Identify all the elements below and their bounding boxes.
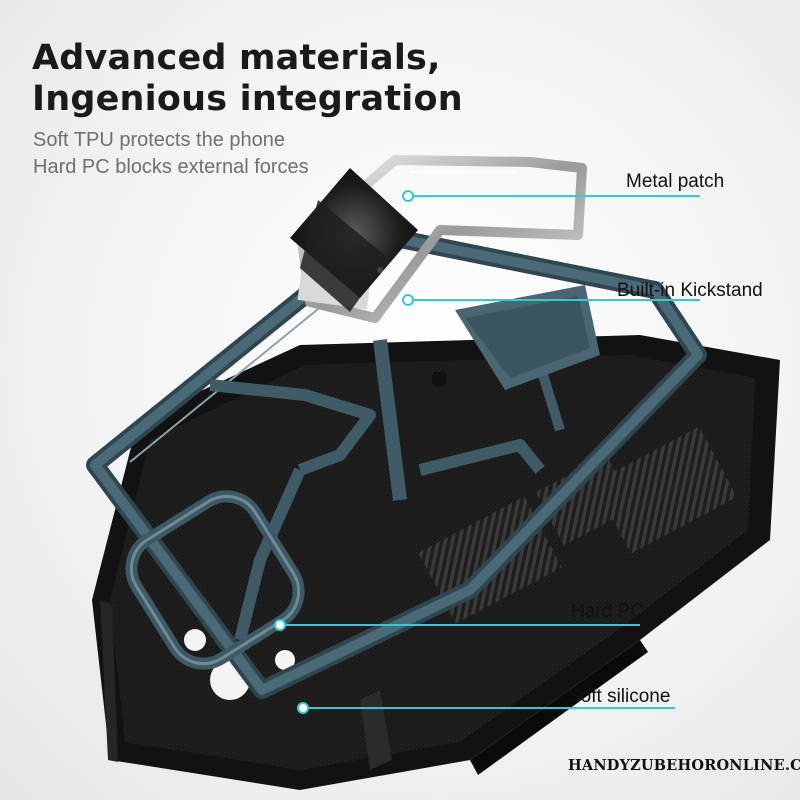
- callout-dot-icon: [402, 294, 414, 306]
- metal-kickstand: [290, 155, 587, 323]
- headline: Advanced materials, Ingenious integratio…: [32, 38, 463, 120]
- subheadline: Soft TPU protects the phone Hard PC bloc…: [33, 127, 309, 181]
- headline-line-1: Advanced materials,: [32, 38, 441, 78]
- subheadline-line-1: Soft TPU protects the phone: [33, 129, 286, 151]
- callout-dot-icon: [274, 619, 286, 631]
- callout-lines: [274, 190, 700, 714]
- callout-label-metal-patch: Metal patch: [626, 171, 725, 192]
- headline-line-2: Ingenious integration: [32, 79, 463, 119]
- kickstand-base: [432, 285, 600, 390]
- callout-dot-icon: [297, 702, 309, 714]
- callout-label-hard-pc: Hard PC: [571, 601, 644, 622]
- soft-silicone-case: [92, 335, 780, 790]
- subheadline-line-2: Hard PC blocks external forces: [33, 156, 309, 178]
- watermark: HANDYZUBEHORONLINE.COM: [568, 757, 800, 774]
- callout-dot-icon: [402, 190, 414, 202]
- camera-hole-icon: [184, 629, 206, 651]
- callout-label-soft-silicone: Soft silicone: [568, 686, 671, 707]
- camera-hole-icon: [275, 650, 295, 670]
- callout-label-kickstand: Built-in Kickstand: [617, 280, 763, 301]
